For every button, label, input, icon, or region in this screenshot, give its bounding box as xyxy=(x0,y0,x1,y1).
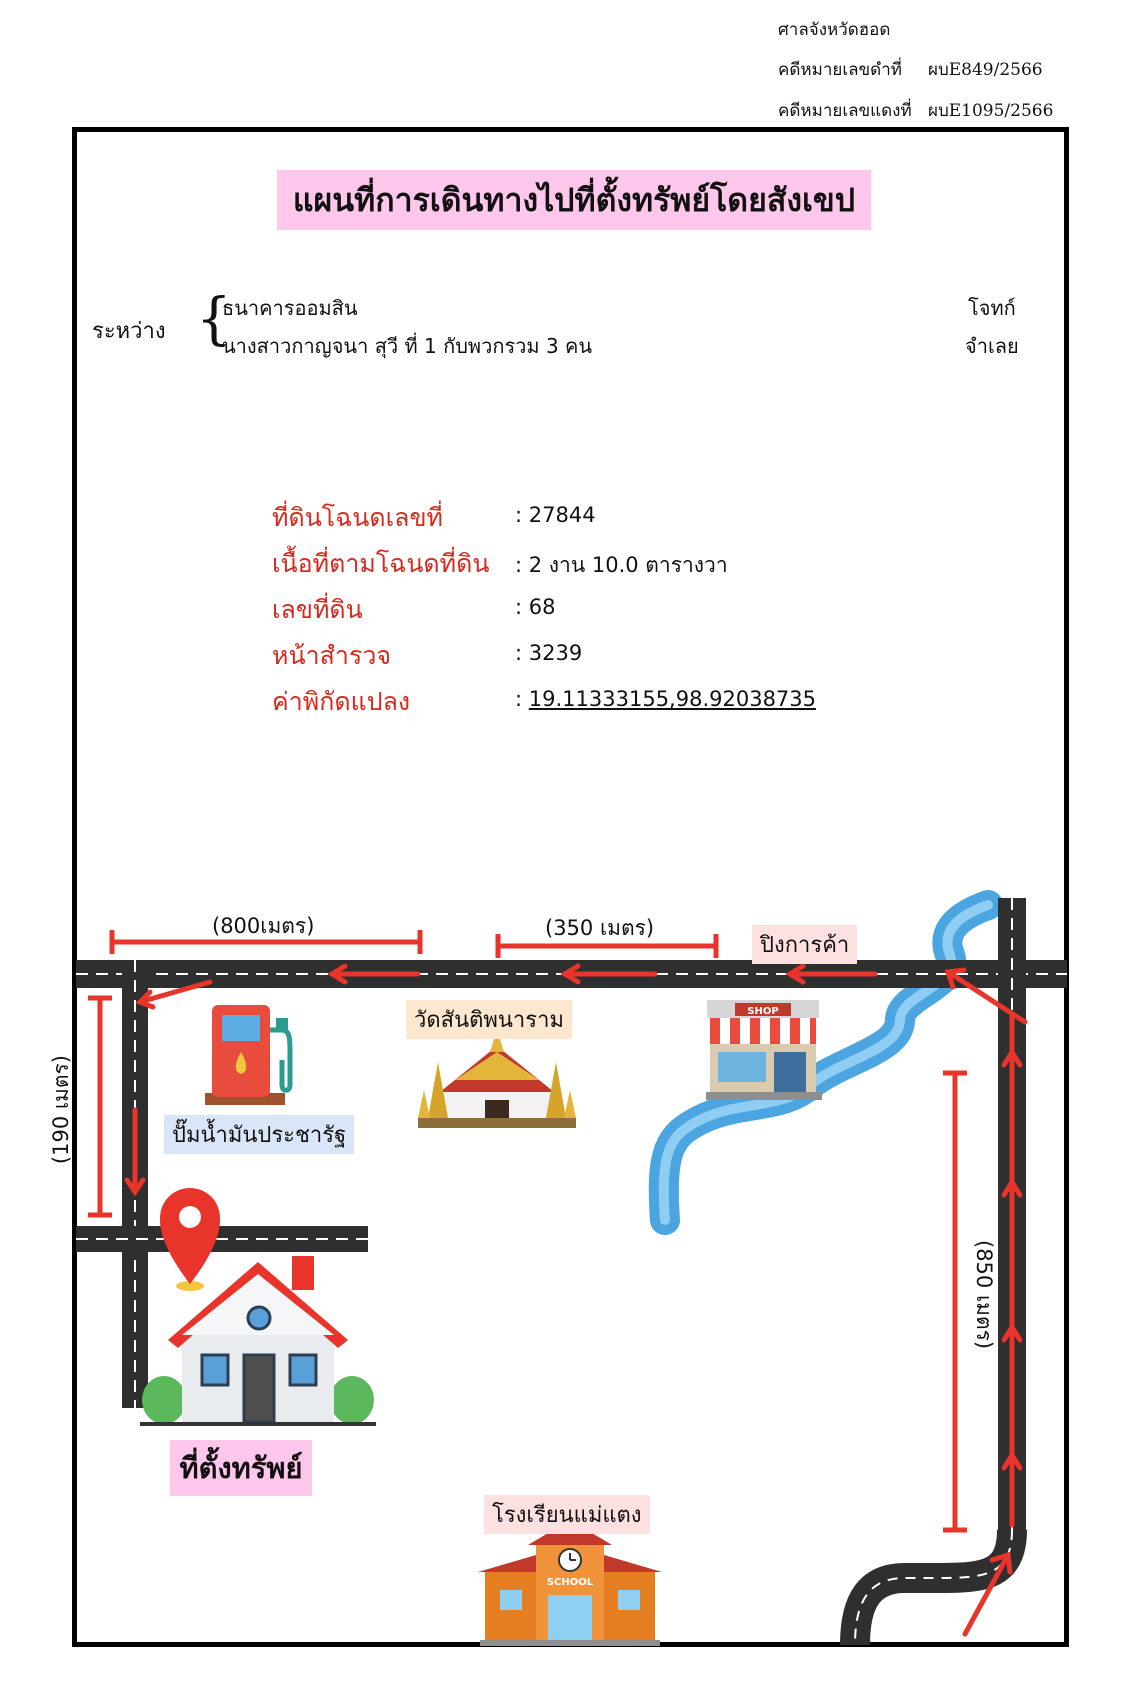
road-house-horizontal xyxy=(76,1226,368,1252)
route-arrows xyxy=(124,963,1028,1637)
plaintiff-name: ธนาคารออมสิน xyxy=(222,296,358,320)
property-label: ที่ตั้งทรัพย์ xyxy=(170,1440,312,1496)
gas-pump-icon xyxy=(205,1005,293,1105)
coordinates-line: : 19.11333155,98.92038735 xyxy=(515,687,816,711)
coordinates-value: 19.11333155,98.92038735 xyxy=(528,687,817,711)
area-label: เนื้อที่ตามโฉนดที่ดิน xyxy=(272,549,490,578)
red-case-number: ผบE1095/2566 xyxy=(928,101,1054,121)
court-name: ศาลจังหวัดฮอด xyxy=(778,20,891,40)
distance-label-800: (800เมตร) xyxy=(212,914,315,938)
survey-page-value: : 3239 xyxy=(515,641,583,665)
brace: { xyxy=(196,287,232,352)
school-icon: SCHOOL xyxy=(478,1520,662,1646)
market-label: ปิงการค้า xyxy=(752,925,858,964)
shop-sign: SHOP xyxy=(747,1006,778,1017)
deed-no-label: ที่ดินโฉนดเลขที่ xyxy=(272,503,444,532)
plaintiff-role: โจทก์ xyxy=(968,296,1016,320)
coordinates-prefix: : xyxy=(515,687,529,711)
distance-label-350: (350 เมตร) xyxy=(545,916,655,940)
red-case-label: คดีหมายเลขแดงที่ xyxy=(778,101,912,121)
school-sign: SCHOOL xyxy=(547,1577,594,1588)
land-no-label: เลขที่ดิน xyxy=(272,595,363,624)
red-case-line: คดีหมายเลขแดงที่ ผบE1095/2566 xyxy=(778,97,1053,124)
defendant-role: จำเลย xyxy=(965,334,1019,358)
house-icon xyxy=(140,1256,376,1426)
map-title: แผนที่การเดินทางไปที่ตั้งทรัพย์โดยสังเขป xyxy=(277,170,871,230)
gas-station-label: ปั๊มน้ำมันประชารัฐ xyxy=(164,1115,355,1154)
distance-label-850: (850 เมตร) xyxy=(972,1240,996,1350)
distance-markers xyxy=(88,930,967,1533)
black-case-label: คดีหมายเลขดำที่ xyxy=(778,60,902,80)
survey-page-label: หน้าสำรวจ xyxy=(272,641,392,670)
between-label: ระหว่าง xyxy=(92,319,166,344)
land-no-value: : 68 xyxy=(515,595,556,619)
temple-icon xyxy=(418,1030,576,1128)
black-case-number: ผบE849/2566 xyxy=(928,60,1043,80)
shop-icon: SHOP xyxy=(706,1000,822,1100)
location-pin-icon xyxy=(160,1188,220,1291)
defendant-name: นางสาวกาญจนา สุวี ที่ 1 กับพวกรวม 3 คน xyxy=(222,334,593,358)
coordinates-label: ค่าพิกัดแปลง xyxy=(272,687,411,716)
school-label: โรงเรียนแม่แตง xyxy=(484,1495,650,1534)
road-main-horizontal xyxy=(76,960,1067,988)
area-value: : 2 งาน 10.0 ตารางวา xyxy=(515,553,728,577)
distance-label-190: (190 เมตร) xyxy=(49,1055,73,1165)
black-case-line: คดีหมายเลขดำที่ ผบE849/2566 xyxy=(778,56,1043,83)
temple-label: วัดสันติพนาราม xyxy=(406,1000,572,1039)
deed-no-value: : 27844 xyxy=(515,503,596,527)
